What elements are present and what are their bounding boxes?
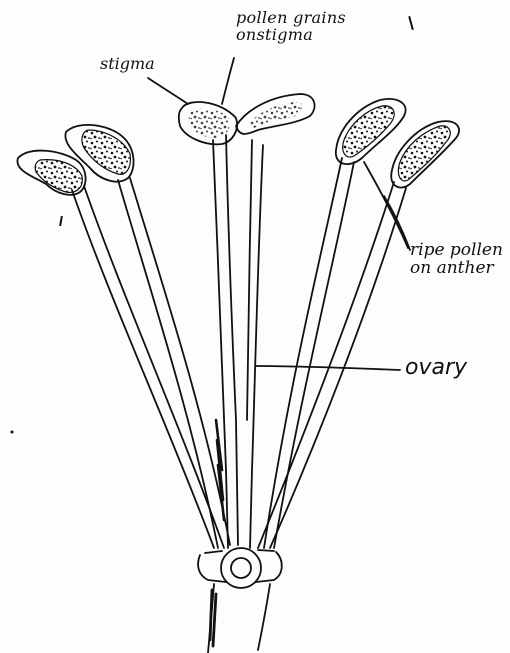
stamen-left (65, 125, 230, 548)
ripe-pollen-label: ripe pollen on anther (410, 242, 503, 278)
receptacle (198, 548, 282, 588)
stigma-leader-line (148, 78, 188, 104)
stamen-far-left (17, 151, 224, 548)
pedicel (208, 584, 270, 653)
stray-marks (11, 16, 414, 434)
ovary-label: ovary (405, 356, 467, 379)
pollen-leader-line (222, 58, 234, 104)
ovary-style (213, 135, 263, 548)
stigma-label: stigma (100, 56, 155, 73)
pollen-grains-label-line2: onstigma (236, 27, 346, 44)
pollen-grains-label: pollen grains onstigma (236, 10, 346, 44)
pollen-speckles (35, 102, 450, 192)
stamen-far-right (258, 121, 459, 548)
ripe-pollen-label-line2: on anther (410, 260, 503, 278)
